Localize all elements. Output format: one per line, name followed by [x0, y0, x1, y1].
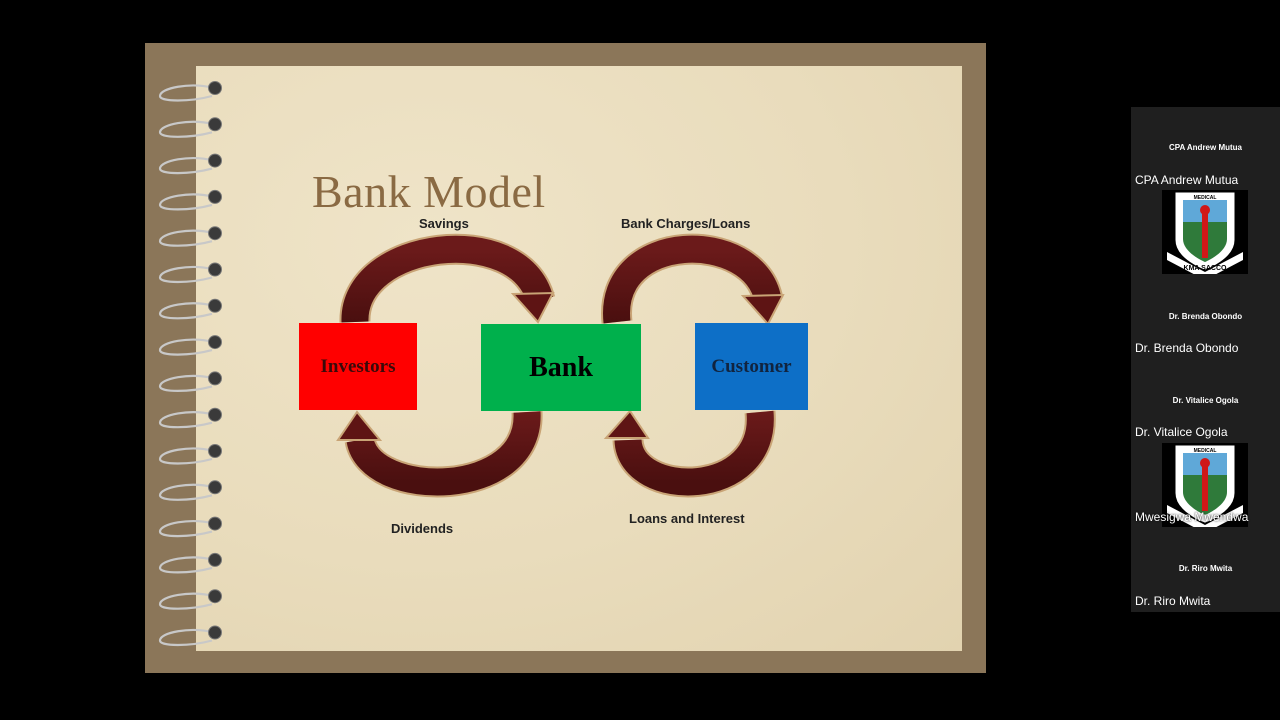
spiral-hole [208, 589, 222, 604]
spiral-ring [158, 556, 215, 574]
spiral-hole [208, 407, 222, 422]
logo-text-bottom: KMA SACCO [1184, 265, 1227, 272]
loans-interest-arrow [603, 409, 776, 498]
spiral-hole [208, 81, 222, 95]
spiral-ring [158, 483, 215, 501]
spiral-hole [208, 552, 222, 567]
participant-tile-label: CPA Andrew Mutua [1168, 143, 1243, 152]
investors-box: Investors [299, 323, 417, 410]
spiral-ring [158, 520, 215, 538]
spiral-hole [208, 516, 222, 531]
spiral-ring [158, 592, 215, 610]
spiral-ring [158, 338, 215, 356]
bank-charges-arrow [601, 233, 785, 326]
spiral-hole [208, 335, 222, 350]
spiral-hole [208, 153, 222, 168]
participants-panel: CPA Andrew Mutua CPA Andrew Mutua MEDICA… [1131, 107, 1280, 612]
spiral-ring [158, 411, 215, 429]
spiral-hole [208, 262, 222, 277]
dividends-arrow [336, 410, 543, 498]
spiral-hole [208, 371, 222, 386]
participant-name[interactable]: Dr. Vitalice Ogola [1135, 425, 1228, 439]
spiral-hole [208, 226, 222, 241]
spiral-hole [208, 117, 222, 132]
participant-name[interactable]: Dr. Riro Mwita [1135, 594, 1211, 608]
participant-tile-label: Dr. Brenda Obondo [1168, 312, 1243, 321]
dividends-label: Dividends [391, 521, 454, 536]
spiral-ring [158, 120, 215, 138]
bank-charges-label: Bank Charges/Loans [621, 216, 751, 231]
spiral-hole [208, 298, 222, 313]
spiral-ring [158, 193, 215, 211]
kma-sacco-logo: MEDICAL KMA SACCO [1162, 190, 1248, 274]
spiral-hole [208, 625, 222, 640]
spiral-ring [158, 374, 215, 392]
participant-tile-label: Dr. Vitalice Ogola [1172, 396, 1239, 405]
spiral-ring [158, 447, 215, 465]
spiral-ring [158, 628, 215, 647]
logo-text-top: MEDICAL [1194, 195, 1217, 201]
spiral-binding [158, 81, 222, 647]
participant-name[interactable]: CPA Andrew Mutua [1135, 173, 1239, 187]
spiral-ring [158, 229, 215, 247]
participant-name[interactable]: Mwesigwa Mwendwa [1135, 510, 1249, 524]
savings-label: Savings [419, 216, 469, 231]
logo-text-top: MEDICAL [1194, 448, 1217, 454]
slide-title: Bank Model [312, 166, 546, 217]
spiral-ring [158, 302, 215, 320]
spiral-ring [158, 84, 215, 102]
bank-box: Bank [481, 324, 641, 411]
savings-arrow [339, 233, 556, 324]
kma-sacco-logo: MEDICAL [1162, 443, 1248, 527]
spiral-ring [158, 157, 215, 175]
spiral-hole [208, 189, 222, 204]
participant-name[interactable]: Dr. Brenda Obondo [1135, 341, 1239, 355]
customer-box: Customer [695, 323, 808, 410]
participant-tile-label: Dr. Riro Mwita [1178, 564, 1233, 573]
spiral-hole [208, 444, 222, 458]
loans-interest-label: Loans and Interest [629, 511, 745, 526]
spiral-hole [208, 480, 222, 495]
spiral-ring [158, 265, 215, 284]
